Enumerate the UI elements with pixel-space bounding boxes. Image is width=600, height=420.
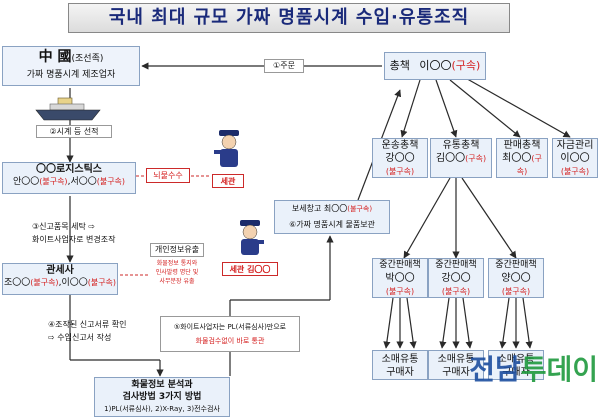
customs-officer-icon: [214, 130, 239, 167]
bribe-label: 뇌물수수: [146, 168, 190, 183]
logistics-p2-name: 서〇〇: [70, 177, 97, 187]
retail-buyer-2-box: 소매유통 구매자: [428, 350, 484, 380]
logistics-p2-status: (불구속): [96, 177, 126, 186]
analysis-subtitle: 검사방법 3가지 방법: [122, 392, 202, 402]
broker-p1-name: 조〇〇: [3, 278, 31, 288]
warehouse-line1a: 보세창고 최〇〇: [291, 204, 348, 213]
mid3-name: 양〇〇: [501, 273, 531, 284]
info-leak-box: 개인정보유출 화물정보 통지와 인사발령 명단 및 사무분장 유출: [150, 243, 204, 291]
retail1-line1: 소매유통: [381, 354, 419, 365]
transport-title: 운송총책: [381, 140, 419, 151]
step3-line1: ③신고품목 세탁 ⇨: [32, 222, 96, 231]
china-manufacturer-box: 中 國(조선족) 가짜 명품시계 제조업자: [2, 46, 140, 86]
watermark-part1: 전남: [469, 353, 521, 386]
distribution-status: (구속): [465, 154, 487, 163]
sales-title: 판매총책: [503, 140, 541, 151]
mid3-title: 중간판매책: [495, 260, 537, 270]
step4-line1: ④조작된 신고서류 확인: [48, 320, 127, 329]
sales-name: 최〇〇: [502, 153, 532, 164]
sales-chief-box: 판매총책 최〇〇(구속): [496, 138, 548, 178]
boss-title: 총책: [389, 59, 410, 72]
logistics-sep: ,: [67, 177, 71, 187]
info-leak-line1: 화물정보 통지와: [156, 260, 198, 267]
broker-p2-name: 이〇〇: [61, 278, 88, 288]
mid1-title: 중간판매책: [379, 260, 421, 270]
bonded-warehouse-box: 보세창고 최〇〇(불구속) ⑥가짜 명품시계 물품보관: [274, 200, 390, 234]
retail2-line1: 소매유통: [437, 354, 475, 365]
info-leak-line2: 인사발령 명단 및: [155, 269, 199, 276]
step3-line2: 화이트사업자로 변경조작: [32, 235, 116, 244]
watermark-logo: 전남투데이: [450, 350, 598, 390]
ship-label: ②시계 등 선적: [36, 125, 112, 138]
step4-line2: ⇨ 수입신고서 작성: [48, 333, 112, 342]
mid1-name: 박〇〇: [385, 273, 415, 284]
retail-buyer-1-box: 소매유통 구매자: [372, 350, 428, 380]
ship-icon: [35, 97, 101, 121]
order-label: ①주문: [264, 59, 304, 73]
china-desc: 가짜 명품시계 제조업자: [26, 70, 116, 80]
customs-kim-label: 세관 김〇〇: [222, 262, 278, 276]
step3-note: ③신고품목 세탁 ⇨ 화이트사업자로 변경조작: [32, 220, 162, 246]
transport-name: 강〇〇: [385, 153, 415, 164]
broker-p1-status: (불구속): [30, 278, 59, 287]
china-name: 中 國: [38, 49, 72, 65]
step4-note: ④조작된 신고서류 확인 ⇨ 수입신고서 작성: [48, 318, 178, 344]
distribution-title: 유통총책: [442, 140, 480, 151]
logistics-box: 〇〇로지스틱스 안〇〇(불구속),서〇〇(불구속): [2, 162, 136, 194]
finance-name: 이〇〇: [560, 153, 590, 164]
finance-title: 자금관리: [556, 140, 594, 151]
mid3-status: (불구속): [501, 287, 531, 296]
analysis-title: 화물정보 분석과: [131, 380, 193, 390]
mid2-name: 강〇〇: [441, 273, 471, 284]
customs-label: 세관: [212, 174, 244, 188]
analysis-detail: 1)PL(서류심사), 2)X-Ray, 3)전수검사: [104, 405, 220, 413]
info-leak-line3: 사무분장 유출: [159, 278, 195, 285]
cargo-analysis-box: 화물정보 분석과 검사방법 3가지 방법 1)PL(서류심사), 2)X-Ray…: [94, 377, 230, 417]
finance-box: 자금관리 이〇〇 (불구속): [552, 138, 598, 178]
customs-officer-kim-icon: [240, 220, 264, 255]
broker-title: 관세사: [46, 265, 74, 276]
mid-seller-2-box: 중간판매책 강〇〇 (불구속): [428, 258, 484, 298]
warehouse-line2: ⑥가짜 명품시계 물품보관: [289, 220, 375, 229]
boss-status: (구속): [451, 59, 481, 72]
retail3-line2: 구매자: [502, 367, 530, 378]
step5-line2: 화물검수없이 바로 통관: [195, 337, 265, 345]
broker-sep: ,: [58, 278, 62, 288]
warehouse-line1b: (불구속): [347, 205, 373, 213]
retail3-line1: 소매유통: [497, 354, 535, 365]
distribution-name: 김〇〇: [435, 153, 466, 164]
logistics-p1-name: 안〇〇: [12, 177, 40, 187]
retail2-line2: 구매자: [442, 367, 470, 378]
boss-name: 이〇〇: [419, 59, 452, 72]
step5-note: ⑤화이트사업자는 PL(서류심사)만으로 화물검수없이 바로 통관: [160, 316, 300, 352]
mid-seller-1-box: 중간판매책 박〇〇 (불구속): [372, 258, 428, 298]
customs-broker-box: 관세사 조〇〇(불구속),이〇〇(불구속): [2, 263, 118, 295]
retail-buyer-3-box: 소매유통 구매자: [488, 350, 544, 380]
logistics-p1-status: (불구속): [39, 177, 68, 186]
mid-seller-3-box: 중간판매책 양〇〇 (불구속): [488, 258, 544, 298]
info-leak-title: 개인정보유출: [150, 243, 204, 257]
finance-status: (불구속): [560, 167, 590, 176]
sales-status: (구속): [516, 154, 542, 176]
retail1-line2: 구매자: [386, 367, 414, 378]
mid2-status: (불구속): [441, 287, 471, 296]
watermark-part2: 투데이: [520, 353, 598, 386]
distribution-chief-box: 유통총책 김〇〇(구속): [430, 138, 492, 178]
broker-p2-status: (불구속): [87, 278, 117, 287]
step5-line1: ⑤화이트사업자는 PL(서류심사)만으로: [173, 323, 287, 331]
china-tag: (조선족): [71, 54, 104, 64]
transport-chief-box: 운송총책 강〇〇 (불구속): [372, 138, 428, 178]
mid2-title: 중간판매책: [435, 260, 477, 270]
logistics-name: 〇〇로지스틱스: [36, 164, 102, 175]
diagram-title: 국내 최대 규모 가짜 명품시계 수입·유통조직: [68, 3, 510, 33]
mid1-status: (불구속): [385, 287, 415, 296]
boss-box: 총책 이〇〇(구속): [384, 52, 486, 80]
transport-status: (불구속): [385, 167, 415, 176]
